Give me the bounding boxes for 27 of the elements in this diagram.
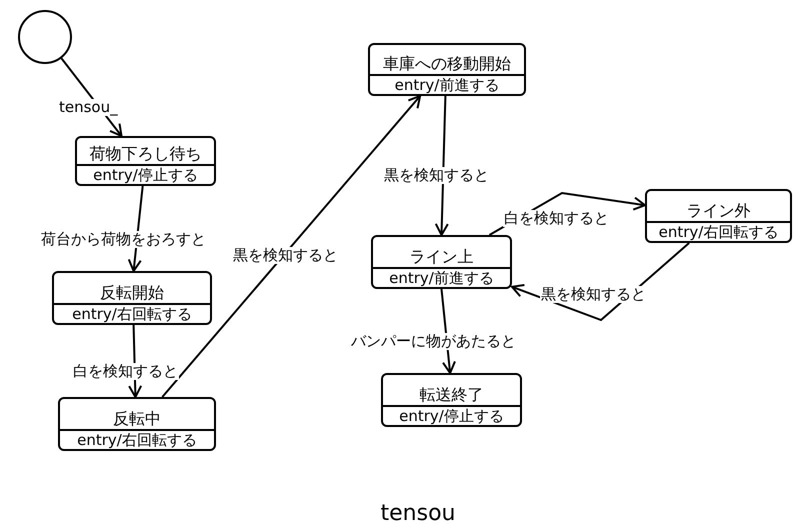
entry-action: entry/停止する bbox=[399, 407, 504, 425]
entry-action: entry/停止する bbox=[93, 166, 198, 184]
state-name: 車庫への移動開始 bbox=[383, 55, 511, 73]
transition-arrow bbox=[162, 95, 422, 398]
edge-label: 白を検知すると bbox=[72, 363, 179, 380]
entry-action: entry/右回転する bbox=[77, 431, 197, 449]
entry-action: entry/右回転する bbox=[658, 223, 778, 241]
state-box bbox=[645, 189, 792, 243]
state-box bbox=[381, 373, 522, 427]
state-name: ライン上 bbox=[410, 248, 474, 266]
state-box bbox=[371, 235, 512, 289]
state-box bbox=[75, 136, 216, 186]
state-name: ライン外 bbox=[686, 202, 750, 220]
entry-action: entry/右回転する bbox=[72, 305, 192, 323]
state-box bbox=[52, 271, 212, 325]
entry-action: entry/前進する bbox=[389, 269, 494, 287]
state-name: 反転開始 bbox=[100, 284, 164, 302]
caption: tensou bbox=[380, 501, 456, 527]
state-name: 転送終了 bbox=[420, 386, 484, 404]
state-name: 反転中 bbox=[113, 410, 161, 428]
state-box bbox=[58, 397, 216, 451]
state-box bbox=[368, 43, 526, 96]
transition-arrow bbox=[434, 96, 449, 236]
state-name: 荷物下ろし待ち bbox=[90, 145, 202, 163]
entry-action: entry/前進する bbox=[394, 76, 500, 94]
edge-label: tensou_ bbox=[58, 99, 119, 116]
initial-state-circle bbox=[18, 10, 72, 64]
